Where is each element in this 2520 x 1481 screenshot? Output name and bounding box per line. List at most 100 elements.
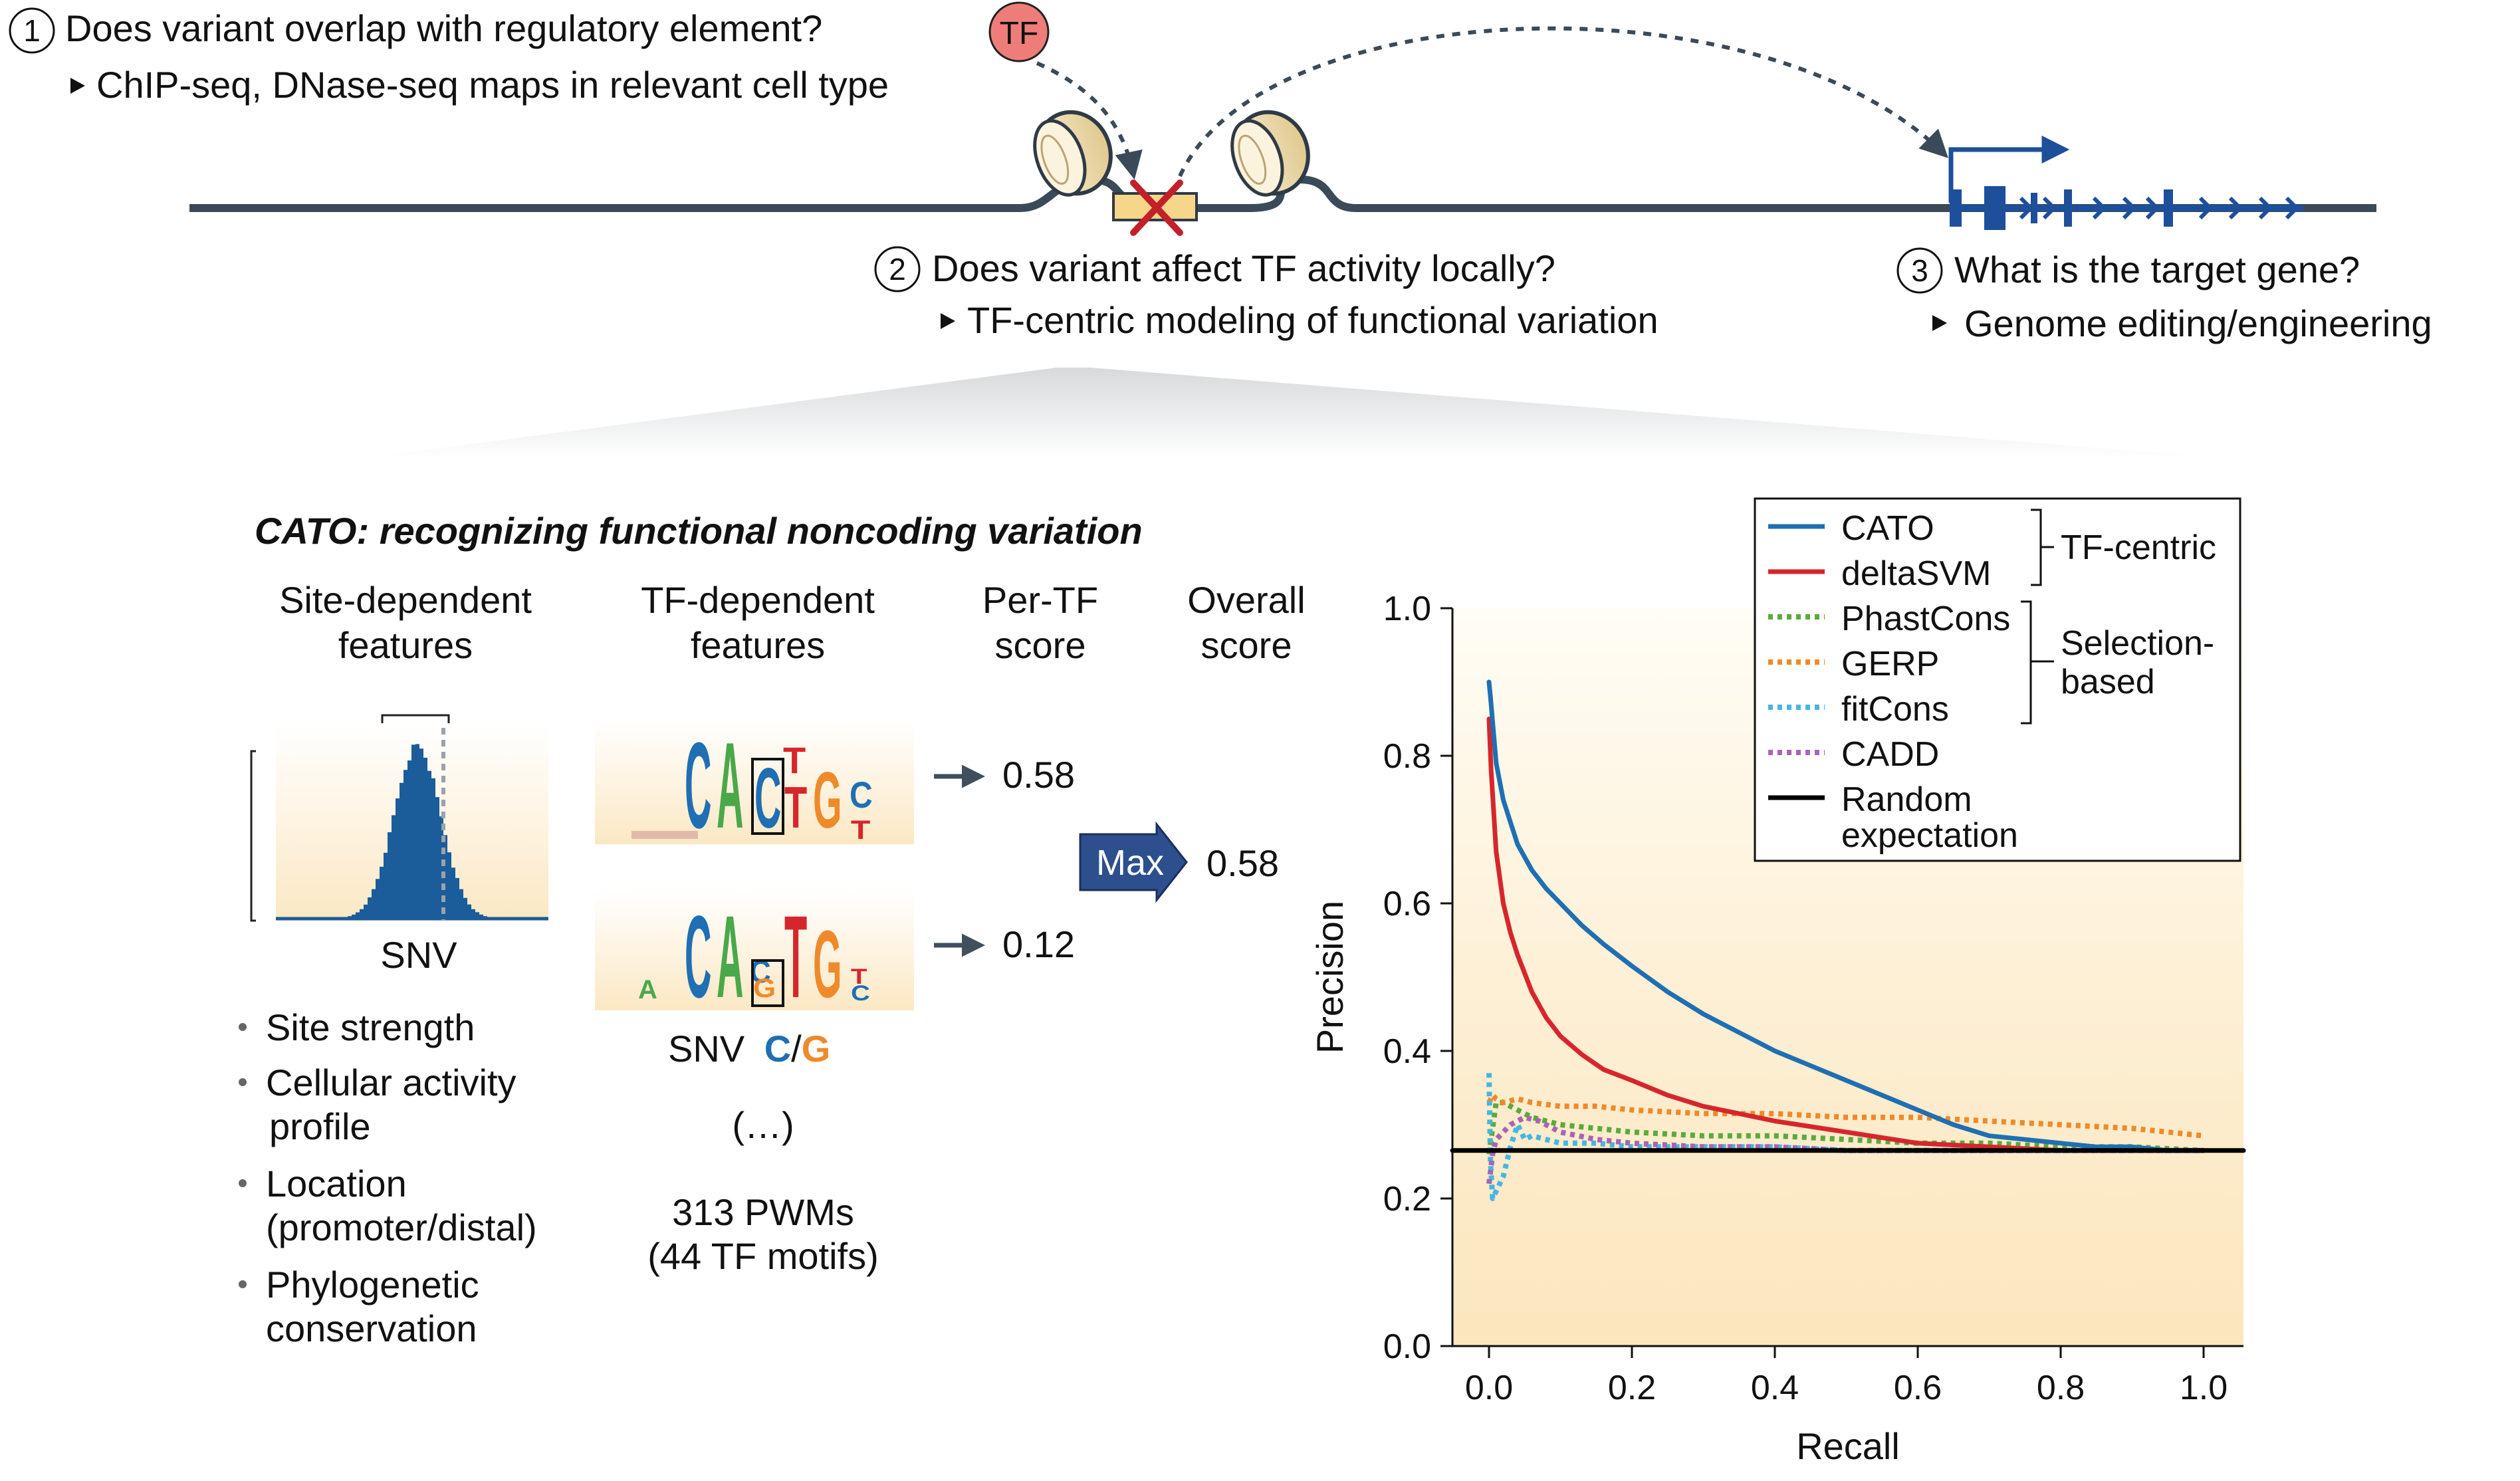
series-line-cadd [1486, 1114, 2204, 1185]
y-tick-label: 1.0 [1383, 590, 1431, 628]
step-3-method: Genome editing/engineering [1964, 302, 2432, 344]
nucleosome-left [1033, 110, 1113, 197]
site-feature-4-line1: Phylogenetic [266, 1264, 479, 1306]
legend-label: GERP [1841, 645, 1939, 683]
site-feature-list: Site strength Cellular activity profile … [239, 1006, 537, 1349]
svg-text:T: T [784, 774, 807, 840]
snv-allele-sep: / [791, 1028, 802, 1070]
svg-text:T: T [851, 965, 867, 988]
x-tick-label: 0.2 [1608, 1369, 1656, 1407]
site-feature-1: Site strength [266, 1006, 475, 1048]
step-3-circle [1896, 247, 1943, 294]
gene-model [1948, 136, 2303, 230]
svg-text:C: C [754, 751, 781, 846]
series-line-gerp [1486, 1092, 2204, 1139]
svg-text:C: C [685, 717, 711, 854]
legend-label: Random [1841, 780, 1972, 819]
tf-binding-arrow [1036, 61, 1143, 180]
more-pwms-ellipsis: (…) [732, 1104, 794, 1146]
step-3-question: What is the target gene? [1954, 249, 2360, 290]
motif-logo-2: A C A C G T G T C [595, 891, 914, 1022]
site-feature-2-line1: Cellular activity [266, 1062, 516, 1103]
site-feature-4-line2: conservation [266, 1308, 477, 1349]
col-overall-header-2: score [1201, 624, 1292, 666]
x-tick-label: 1.0 [2180, 1369, 2228, 1407]
y-tick-label: 0.4 [1383, 1032, 1431, 1071]
snv-allele-alt: G [802, 1028, 831, 1070]
top-schematic: 1 Does variant overlap with regulatory e… [9, 1, 2432, 344]
col-pertf-header-1: Per-TF [982, 579, 1098, 621]
zoom-cone [359, 368, 2234, 459]
col-site-header-2: features [338, 624, 473, 666]
site-feature-2-line2: profile [269, 1105, 371, 1147]
legend-label: fitCons [1841, 690, 1949, 729]
legend-box [1754, 497, 2241, 862]
svg-text:G: G [813, 911, 842, 1018]
snv-allele-ref: C [764, 1028, 791, 1070]
motif-count: (44 TF motifs) [647, 1235, 878, 1277]
step-3-number: 3 [1911, 253, 1928, 288]
snv-alleles: SNV C/G [668, 1028, 830, 1070]
x-tick-label: 0.0 [1465, 1369, 1513, 1407]
legend-group-label: Selection- [2061, 624, 2214, 663]
variant-cross-icon [1130, 179, 1183, 236]
step-1-question: Does variant overlap with regulatory ele… [65, 7, 822, 49]
y-tick-label: 0.0 [1383, 1327, 1431, 1366]
legend-label: CADD [1841, 735, 1939, 774]
cato-panel: CATO: recognizing functional noncoding v… [239, 510, 1306, 1349]
y-tick-label: 0.2 [1383, 1180, 1431, 1218]
step-1-method: ChIP-seq, DNase-seq maps in relevant cel… [96, 64, 889, 106]
col-site-header-1: Site-dependent [279, 579, 532, 621]
step-1-number: 1 [23, 13, 41, 48]
svg-text:A: A [717, 891, 743, 1022]
legend-group-label: TF-centric [2061, 528, 2216, 567]
col-pertf-header-2: score [995, 624, 1086, 666]
cato-title: CATO: recognizing functional noncoding v… [255, 510, 1143, 552]
y-tick-label: 0.6 [1383, 885, 1431, 923]
legend-label: deltaSVM [1841, 554, 1991, 593]
series-line-cato [1486, 679, 2206, 1153]
x-tick-label: 0.4 [1751, 1369, 1799, 1407]
chart-legend: CATOdeltaSVMPhastConsGERPfitConsCADDRand… [1754, 497, 2241, 862]
col-overall-header-1: Overall [1187, 579, 1305, 621]
svg-text:G: G [813, 755, 842, 845]
pwm-count: 313 PWMs [672, 1191, 854, 1233]
legend-bracket-tf-centric [2031, 509, 2054, 586]
svg-text:G: G [753, 973, 776, 1003]
overall-score: 0.58 [1206, 842, 1279, 884]
enhancer-gene-arrow [1178, 26, 1948, 177]
col-tf-header-1: TF-dependent [641, 579, 875, 621]
step-1-circle [9, 7, 55, 54]
per-tf-score-2: 0.12 [1002, 923, 1075, 965]
snv-label: SNV [380, 934, 457, 976]
chart-series [1450, 679, 2246, 1201]
step-2-question: Does variant affect TF activity locally? [932, 247, 1555, 289]
max-label: Max [1096, 843, 1164, 883]
svg-text:T: T [851, 816, 870, 845]
svg-text:C: C [850, 775, 873, 816]
step-2-circle [874, 246, 921, 292]
bullet-arrow-1 [70, 78, 85, 94]
per-tf-score-1: 0.58 [1002, 754, 1075, 796]
legend-group-label: based [2061, 663, 2155, 701]
svg-text:C: C [685, 891, 711, 1022]
legend-label: PhastCons [1841, 600, 2010, 638]
y-axis-label: Precision [1309, 901, 1351, 1054]
col-tf-header-2: features [691, 624, 825, 666]
svg-text:C: C [851, 981, 870, 1005]
legend-bracket-selection [2021, 600, 2054, 725]
tss-arrow [1948, 136, 2070, 203]
tf-badge-label: TF [1000, 16, 1039, 51]
x-tick-label: 0.8 [2037, 1369, 2085, 1407]
snv-allele-prefix: SNV [668, 1028, 745, 1070]
x-tick-label: 0.6 [1894, 1369, 1942, 1407]
svg-text:T: T [783, 739, 806, 781]
motif-logo-1: C A C T T G C T [595, 717, 914, 854]
svg-text:A: A [717, 717, 743, 854]
bullet-arrow-2 [941, 313, 955, 329]
svg-text:A: A [638, 975, 657, 1004]
nucleosome-right [1230, 110, 1310, 197]
